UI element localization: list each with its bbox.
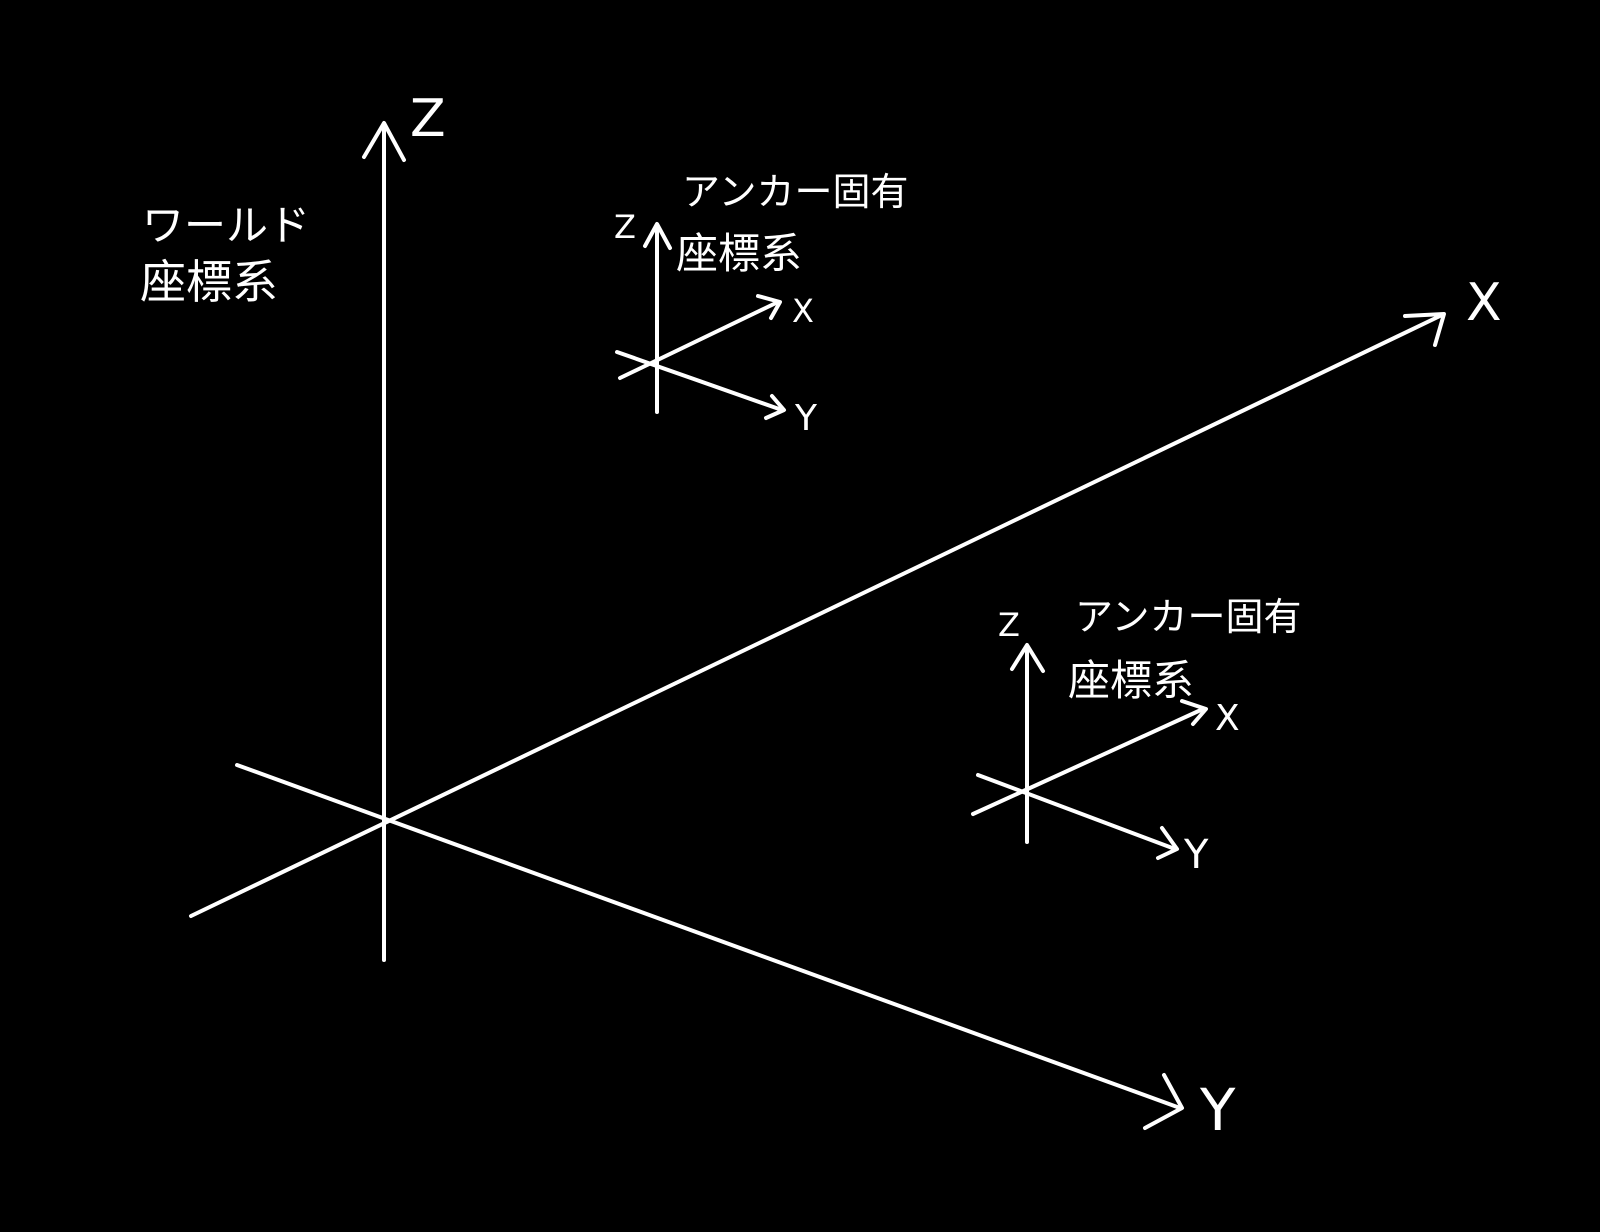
world-y-label: Y xyxy=(1199,1076,1236,1144)
anchor-coordinate-system-2: Z X Y アンカー固有 座標系 xyxy=(971,595,1301,878)
world-label-line2: 座標系 xyxy=(140,255,278,309)
world-y-arrowhead-icon xyxy=(1143,1073,1184,1130)
anchor1-label-line2: 座標系 xyxy=(676,229,802,278)
anchor2-x-arrowhead-icon xyxy=(1180,699,1208,726)
world-label-line1: ワールド xyxy=(142,201,310,250)
anchor2-y-axis xyxy=(976,773,1177,851)
anchor2-y-label: Y xyxy=(1183,832,1209,878)
world-x-axis xyxy=(189,313,1444,918)
world-x-label: X xyxy=(1466,273,1502,333)
anchor2-label-line2: 座標系 xyxy=(1068,656,1194,705)
world-coordinate-system: Z X Y ワールド 座標系 xyxy=(140,89,1502,1144)
anchor2-z-label: Z xyxy=(998,606,1020,644)
anchor2-x-label: X xyxy=(1215,698,1240,739)
anchor1-x-arrowhead-icon xyxy=(756,294,782,320)
world-z-arrowhead-icon xyxy=(362,121,406,162)
anchor1-label-line1: アンカー固有 xyxy=(682,170,908,214)
anchor2-label-line1: アンカー固有 xyxy=(1075,595,1301,639)
world-y-axis xyxy=(235,763,1182,1110)
anchor2-x-axis xyxy=(971,707,1205,816)
anchor1-z-arrowhead-icon xyxy=(643,222,672,250)
anchor1-y-arrowhead-icon xyxy=(764,394,786,420)
anchor2-z-arrowhead-icon xyxy=(1010,643,1045,673)
world-z-label: Z xyxy=(410,89,446,149)
anchor1-z-label: Z xyxy=(614,208,636,246)
anchor1-y-axis xyxy=(615,350,784,412)
world-x-arrowhead-icon xyxy=(1403,312,1446,347)
anchor1-y-label: Y xyxy=(794,398,818,439)
anchor1-x-axis xyxy=(618,300,780,380)
anchor1-x-label: X xyxy=(792,292,814,330)
anchor-coordinate-system-1: Z X Y アンカー固有 座標系 xyxy=(614,170,908,439)
anchor2-y-arrowhead-icon xyxy=(1156,826,1179,860)
